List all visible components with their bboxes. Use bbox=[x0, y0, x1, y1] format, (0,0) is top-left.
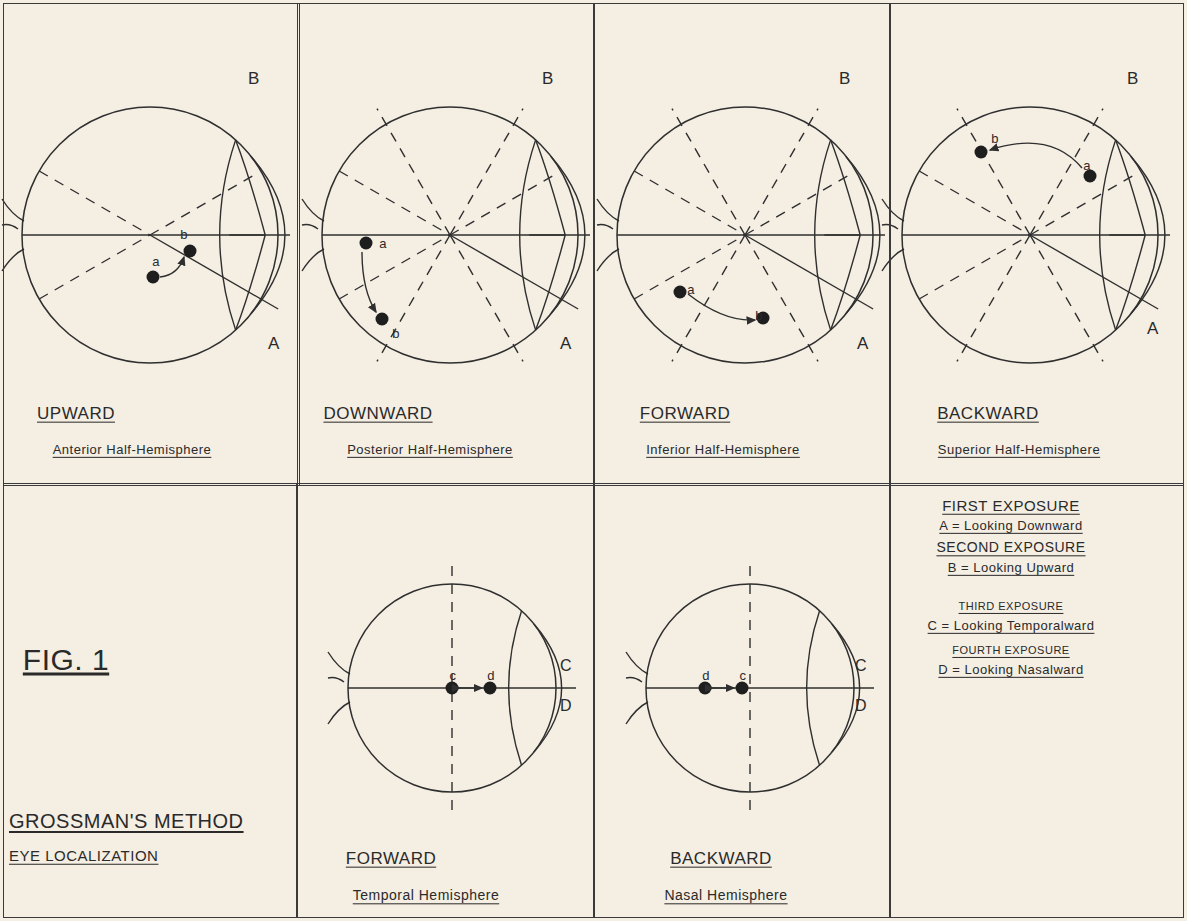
view-panel: FORWARD Temporal Hemisphere c d C D bbox=[297, 483, 594, 918]
view-panel: UPWARD Anterior Half-Hemisphere B Aa b bbox=[3, 3, 300, 486]
point-letter: B bbox=[1127, 70, 1139, 89]
caption-text: GROSSMAN'S METHOD bbox=[9, 810, 244, 832]
caption-text: Posterior Half-Hemisphere bbox=[347, 443, 513, 457]
view-title: FIG. 1 bbox=[23, 643, 109, 676]
view-title: UPWARD bbox=[37, 405, 115, 424]
view-title: BACKWARD bbox=[670, 850, 772, 869]
caption-text: Anterior Half-Hemisphere bbox=[53, 443, 212, 457]
caption-text: Temporal Hemisphere bbox=[353, 888, 499, 903]
point-letter: A bbox=[560, 335, 572, 354]
point-letter: c bbox=[450, 669, 457, 683]
point-letter: B bbox=[248, 70, 260, 89]
point-letter: C bbox=[855, 657, 867, 675]
point-letter: b bbox=[755, 309, 763, 323]
point-letter: b bbox=[392, 327, 400, 341]
point-letter: a bbox=[687, 283, 695, 297]
point-letter: D bbox=[855, 697, 867, 715]
view-panel: BACKWARD Nasal Hemisphere d c C D bbox=[594, 483, 890, 918]
view-title: FORWARD bbox=[640, 405, 730, 424]
point-letter: a bbox=[1083, 159, 1091, 173]
caption-text: Superior Half-Hemisphere bbox=[938, 443, 1100, 457]
exposure-note: SECOND EXPOSURE bbox=[936, 540, 1085, 555]
caption-text: Inferior Half-Hemisphere bbox=[646, 443, 800, 457]
point-letter: d bbox=[487, 669, 495, 683]
point-letter: b bbox=[991, 132, 999, 146]
exposure-note: FOURTH EXPOSURE bbox=[952, 644, 1069, 656]
point-letter: A bbox=[268, 335, 280, 354]
caption-text: EYE LOCALIZATION bbox=[9, 848, 158, 865]
exposure-note: A = Looking Downward bbox=[939, 519, 1082, 533]
point-letter: A bbox=[1147, 320, 1159, 339]
point-letter: C bbox=[560, 657, 572, 675]
point-letter: B bbox=[839, 70, 851, 89]
exposure-note: C = Looking Temporalward bbox=[928, 619, 1095, 633]
point-letter: D bbox=[560, 697, 572, 715]
view-panel: FORWARD Inferior Half-Hemisphere B Aa b bbox=[594, 3, 890, 486]
title-panel: FIG. 1 GROSSMAN'S METHOD EYE LOCALIZATION bbox=[3, 483, 297, 918]
caption-text: Nasal Hemisphere bbox=[664, 888, 787, 903]
legend-panel: FIRST EXPOSURE A = Looking DownwardSECOND… bbox=[890, 483, 1184, 918]
view-panel: BACKWARD Superior Half-Hemisphere B Ab a bbox=[890, 3, 1184, 486]
point-letter: a bbox=[379, 237, 387, 251]
view-panel: DOWNWARD Posterior Half-Hemisphere B Aa b bbox=[297, 3, 594, 486]
point-letter: c bbox=[740, 669, 747, 683]
exposure-note: FIRST EXPOSURE bbox=[942, 498, 1080, 515]
view-title: BACKWARD bbox=[937, 405, 1039, 424]
point-letter: d bbox=[702, 669, 710, 683]
point-letter: A bbox=[857, 335, 869, 354]
point-letter: B bbox=[542, 70, 554, 89]
point-letter: a bbox=[152, 255, 160, 269]
exposure-note: THIRD EXPOSURE bbox=[959, 600, 1064, 612]
view-title: DOWNWARD bbox=[323, 405, 432, 424]
exposure-note: D = Looking Nasalward bbox=[938, 663, 1083, 677]
exposure-note: B = Looking Upward bbox=[948, 561, 1074, 575]
view-title: FORWARD bbox=[346, 850, 436, 869]
point-letter: b bbox=[180, 228, 188, 242]
